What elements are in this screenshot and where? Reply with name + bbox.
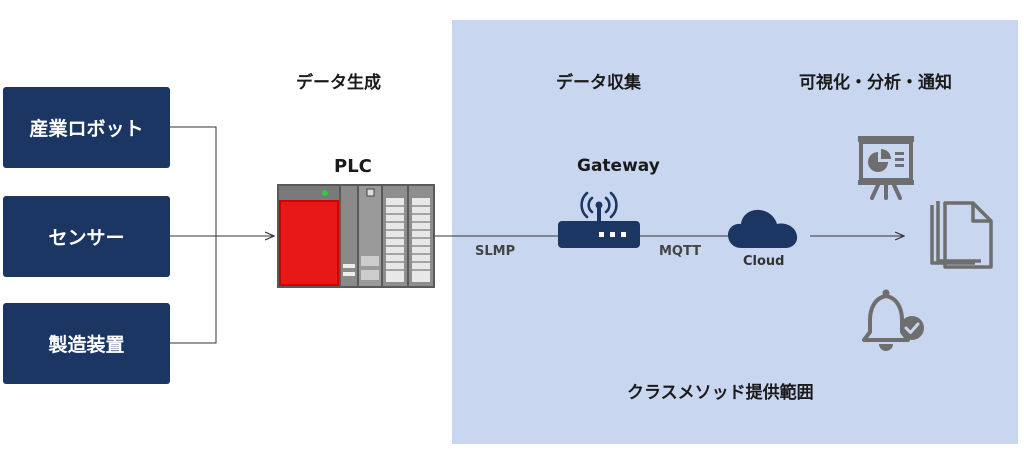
source-label: 製造装置 bbox=[48, 334, 125, 356]
source-sensor: センサー bbox=[3, 196, 170, 277]
cloud-label: Cloud bbox=[743, 254, 785, 269]
source-label: センサー bbox=[48, 227, 125, 249]
line-robot bbox=[170, 126, 217, 344]
source-label: 産業ロボット bbox=[29, 118, 144, 140]
gateway-label: Gateway bbox=[577, 156, 660, 176]
source-industrial-robot: 産業ロボット bbox=[3, 87, 170, 168]
bell-check-icon bbox=[862, 289, 924, 351]
presentation-chart-icon bbox=[858, 136, 914, 200]
protocol-slmp: SLMP bbox=[475, 244, 516, 259]
heading-data-generation: データ生成 bbox=[296, 73, 381, 93]
heading-data-collection: データ収集 bbox=[556, 73, 641, 93]
heading-visualization: 可視化・分析・通知 bbox=[799, 73, 952, 93]
plc-device-icon bbox=[277, 184, 435, 288]
source-manufacturing-equipment: 製造装置 bbox=[3, 303, 170, 384]
documents-icon bbox=[930, 201, 993, 269]
protocol-mqtt: MQTT bbox=[659, 244, 702, 259]
wireless-router-icon bbox=[558, 191, 640, 248]
scope-label: クラスメソッド提供範囲 bbox=[627, 383, 814, 403]
plc-label: PLC bbox=[334, 156, 372, 177]
cloud-icon bbox=[728, 209, 798, 248]
